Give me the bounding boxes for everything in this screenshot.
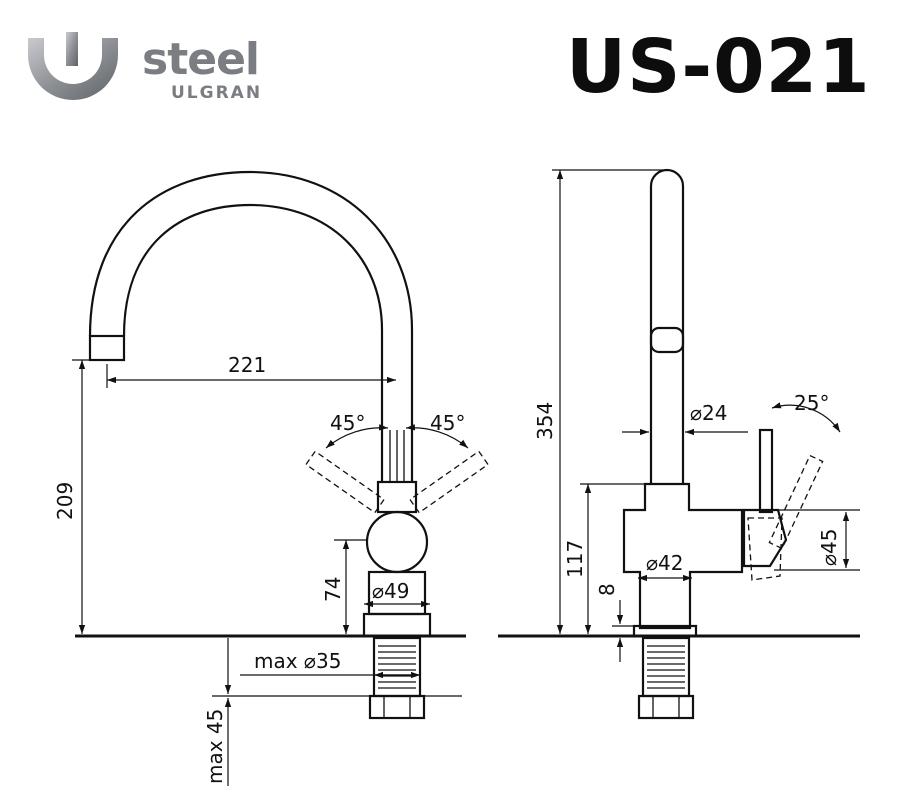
angle-arc-tilt: [771, 402, 841, 433]
label-spout-reach: 221: [228, 353, 266, 377]
logo-u-stroke: [66, 32, 78, 66]
label-handle-tilt: 25°: [794, 391, 829, 415]
spout-outer: [88, 170, 414, 482]
label-base-diameter: ⌀42: [646, 551, 684, 575]
brand-logo: steel ULGRAN: [28, 32, 262, 103]
side-mounting-shank: [637, 636, 695, 720]
front-view: 45° 45° 221 209 74 ⌀49 max ⌀35 max 45: [53, 170, 489, 786]
label-body-diameter: ⌀49: [372, 579, 410, 603]
angle-arc-left: [325, 424, 389, 449]
side-body: [622, 482, 744, 630]
label-body-height: 74: [321, 577, 345, 602]
spout-aerator: [88, 334, 126, 362]
label-angle-right: 45°: [430, 411, 465, 435]
label-spout-height: 209: [53, 482, 77, 520]
label-handle-height: 117: [563, 540, 587, 578]
brand-name: steel: [142, 34, 259, 85]
side-handle-tilted: [768, 454, 824, 550]
spout-band: [649, 326, 685, 354]
label-spout-diameter: ⌀24: [690, 401, 728, 425]
label-hole-diameter: max ⌀35: [254, 649, 341, 673]
label-handle-diameter: ⌀45: [817, 529, 841, 567]
side-handle-cap: [742, 508, 788, 568]
label-base-gap: 8: [595, 583, 619, 596]
label-total-height: 354: [533, 402, 557, 440]
label-angle-left: 45°: [330, 411, 365, 435]
brand-sub: ULGRAN: [171, 83, 262, 103]
logo-u-mark: [28, 38, 118, 100]
handle-left-rotated: [305, 450, 385, 514]
handle-ball: [365, 510, 429, 574]
side-view: 354 117 ⌀24 25° ⌀45 ⌀42 8: [498, 168, 860, 720]
spout-inner: [122, 203, 384, 482]
angle-arc-right: [405, 424, 469, 449]
side-handle-lever: [758, 428, 774, 514]
handle-right-rotated: [409, 450, 489, 514]
spout-collar: [376, 480, 418, 514]
side-cap-tilted: [747, 517, 783, 581]
model-number: US-021: [566, 24, 871, 110]
faucet-base: [362, 612, 432, 638]
mounting-shank: [368, 636, 426, 720]
side-base: [632, 624, 698, 638]
label-counter-thickness: max 45: [203, 709, 227, 784]
